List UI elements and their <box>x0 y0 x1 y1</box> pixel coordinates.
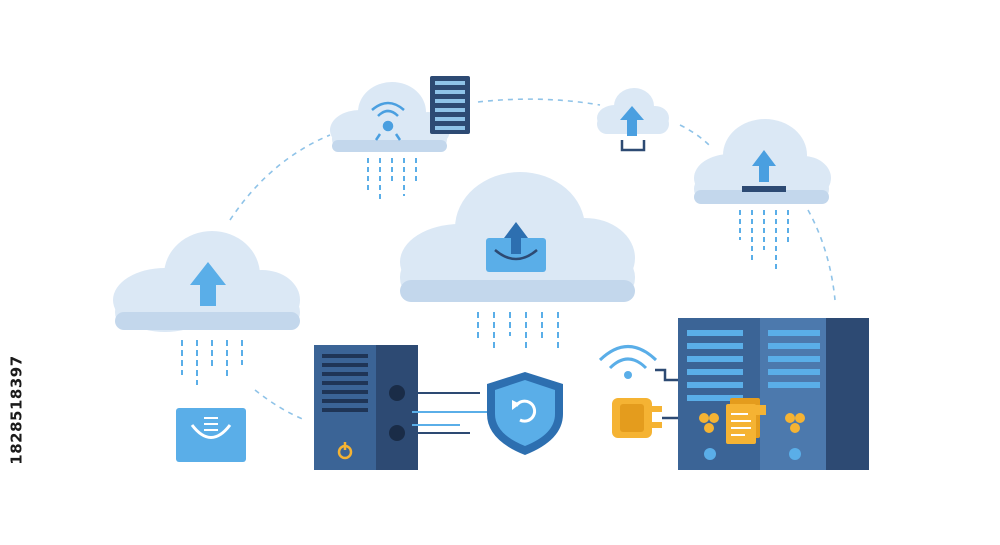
fan-icon <box>699 413 805 433</box>
power-icon <box>337 442 353 460</box>
document-icon <box>726 398 766 444</box>
data-rain-right <box>739 210 789 270</box>
data-rain-left <box>181 340 243 385</box>
rack-slots-right <box>768 330 820 388</box>
server-tower <box>314 345 500 470</box>
data-rain-center <box>477 312 559 352</box>
stock-id-label: 1828518397 <box>4 300 30 520</box>
sync-icon <box>512 399 537 423</box>
cable-lines <box>405 392 500 434</box>
wifi-plug-group <box>598 345 680 438</box>
power-plug-icon <box>612 398 680 438</box>
upload-arrow-icon <box>742 150 786 192</box>
dashed-connectors <box>229 98 836 421</box>
shield-sync-icon <box>487 372 563 455</box>
wifi-signal-icon <box>371 101 405 141</box>
cloud-upload-right <box>694 119 831 270</box>
cloud-wifi-top <box>330 82 450 200</box>
server-rack-icon <box>430 76 470 134</box>
data-rain-top <box>367 158 417 200</box>
upload-arrow-icon <box>190 262 226 306</box>
wifi-signal-icon <box>598 345 658 379</box>
stock-id-text: 1828518397 <box>8 355 26 465</box>
server-cabinet <box>678 318 869 470</box>
upload-arrow-icon <box>620 106 646 152</box>
cloud-upload-small <box>597 88 669 152</box>
cloud-upload-left <box>113 231 300 385</box>
rack-slots-left <box>687 330 743 401</box>
mail-tile <box>176 408 246 462</box>
mail-upload-icon <box>486 222 546 272</box>
cloud-mail-center <box>400 172 635 352</box>
menu-lines-icon <box>204 417 218 431</box>
